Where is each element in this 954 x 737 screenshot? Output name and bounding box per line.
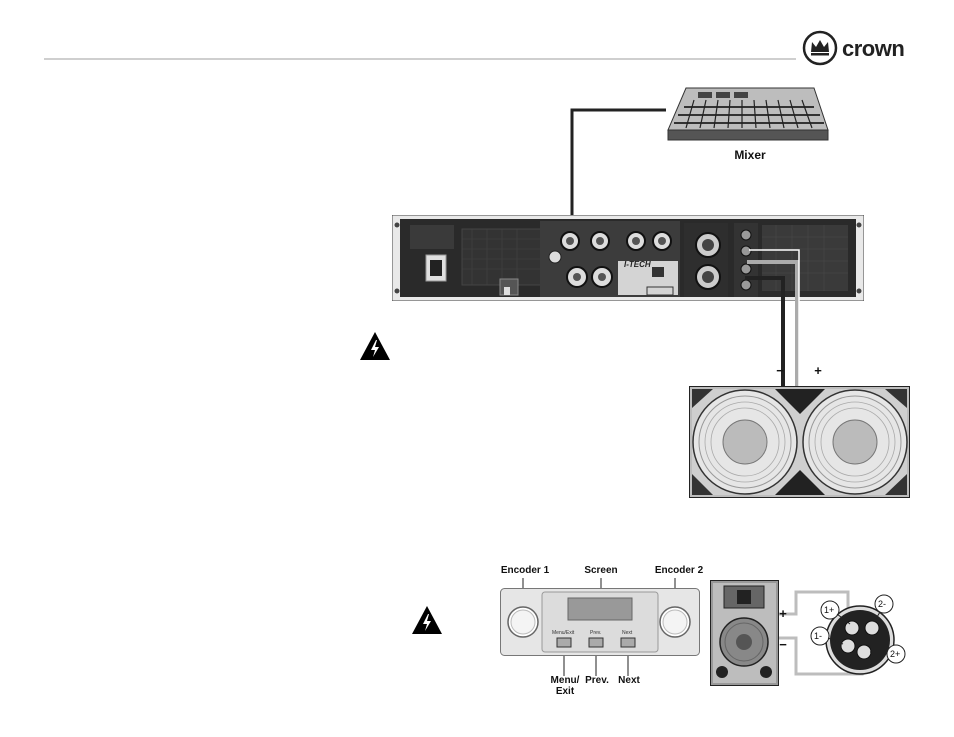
subwoofer-cabinet — [689, 386, 910, 498]
svg-text:I-TECH: I-TECH — [624, 260, 651, 269]
amplifier-front-panel — [500, 588, 700, 656]
speaker-wires — [735, 230, 805, 400]
warning-shock-icon-2 — [411, 605, 443, 635]
polarity-plus: + — [811, 365, 825, 377]
prev-label: Prev. — [584, 675, 610, 687]
pin-2plus: 2+ — [890, 649, 900, 659]
pin-2minus: 2- — [878, 599, 886, 609]
next-label: Next — [616, 675, 642, 687]
menu-exit-caption: Menu/Exit — [552, 630, 574, 636]
crown-logo-icon — [802, 30, 838, 66]
pin-1plus: 1+ — [824, 605, 834, 615]
pin-1minus: 1- — [814, 631, 822, 641]
prev-caption: Prev. — [590, 630, 601, 636]
small-speaker-minus: − — [777, 639, 789, 651]
exit-label: Exit — [550, 686, 580, 698]
polarity-minus: − — [773, 365, 787, 377]
brand-wordmark: crown — [842, 36, 904, 62]
mixer-icon — [664, 86, 830, 144]
next-caption: Next — [622, 630, 632, 636]
small-speaker-diagram — [710, 580, 914, 686]
small-speaker-plus: + — [777, 608, 789, 620]
header-rule — [44, 58, 796, 60]
mixer-label: Mixer — [722, 149, 778, 161]
warning-shock-icon — [359, 331, 391, 361]
